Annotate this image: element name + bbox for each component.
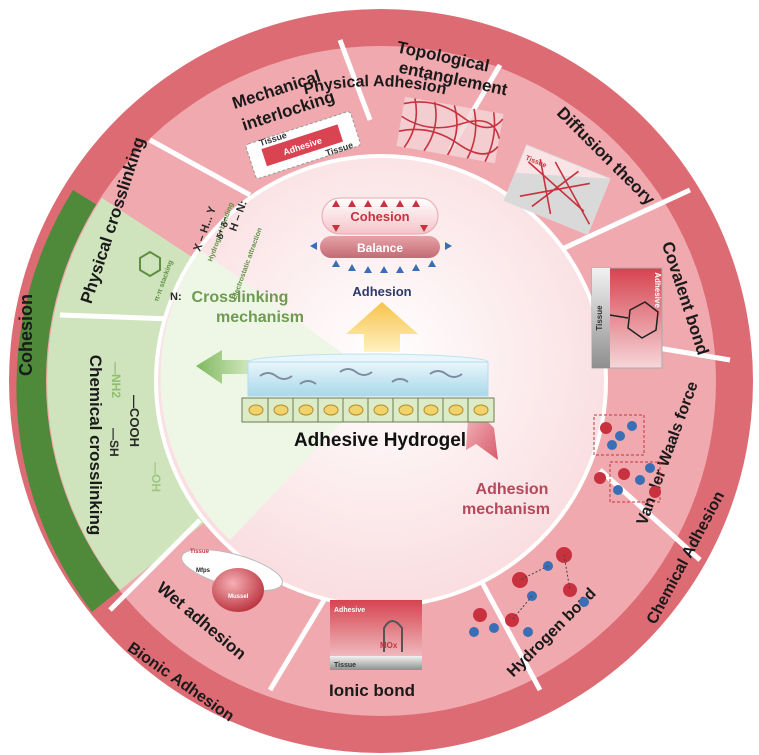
- up-arrow: [346, 302, 418, 352]
- ionic-mox-label: MOx: [380, 641, 398, 650]
- diffusion-illustration: Tissue: [503, 144, 611, 235]
- covalent-illustration: Tissue Adhesive: [591, 267, 663, 369]
- adhesion-arrows: [310, 242, 452, 273]
- mussel-tissue-label: Tissue: [190, 549, 210, 555]
- oh-label: —OH: [149, 462, 163, 492]
- hydrogel-illustration: [241, 353, 495, 423]
- segment-ionic-bond: Ionic bond Adhesive Tissue MOx: [329, 600, 422, 700]
- n-colon-label: N:: [170, 291, 182, 303]
- mussel-mfps-label: Mfps: [196, 568, 211, 574]
- crosslinking-arrow: [196, 350, 260, 384]
- balance-illustration: Cohesion Balance Adhesion: [310, 197, 452, 299]
- balance-label: Balance: [357, 241, 403, 255]
- nh2-label: —NH2: [109, 362, 123, 398]
- hydrogen-illustration: [469, 547, 589, 637]
- ionic-tissue-label: Tissue: [334, 662, 356, 669]
- sh-label: —SH: [107, 428, 121, 457]
- cooh-label: —COOH: [127, 395, 142, 447]
- mussel-illustration: Tissue Mfps Mussel: [181, 549, 283, 612]
- adhesion-mech-line2: mechanism: [462, 501, 550, 518]
- ionic-adhesive-label: Adhesive: [334, 607, 365, 614]
- center-title: Adhesive Hydrogel: [294, 430, 466, 451]
- crosslinking-mech-line2: mechanism: [216, 309, 304, 326]
- cell-row: [248, 404, 489, 416]
- segment-chemical-crosslinking: Chemical crosslinking —NH2 —COOH —SH —OH: [86, 355, 163, 535]
- cohesion-center-label: Cohesion: [350, 209, 409, 224]
- crosslinking-mech-line1: Crosslinking: [192, 289, 289, 306]
- cohesion-arrows: [332, 200, 428, 232]
- chemical-crosslinking-label: Chemical crosslinking: [86, 355, 105, 535]
- cell-dividers: [267, 398, 469, 422]
- entanglement-illustration: [396, 96, 504, 164]
- adhesion-mech-line1: Adhesion: [476, 481, 549, 498]
- covalent-adhesive-label: Adhesive: [653, 272, 662, 308]
- covalent-tissue-label: Tissue: [595, 305, 604, 331]
- ionic-label: Ionic bond: [329, 681, 415, 700]
- adhesion-center-label: Adhesion: [352, 284, 411, 299]
- vdw-illustration: [593, 414, 661, 503]
- label-cohesion: Cohesion: [16, 294, 36, 376]
- ionic-illustration: Adhesive Tissue MOx: [330, 600, 422, 670]
- mussel-label: Mussel: [228, 594, 249, 600]
